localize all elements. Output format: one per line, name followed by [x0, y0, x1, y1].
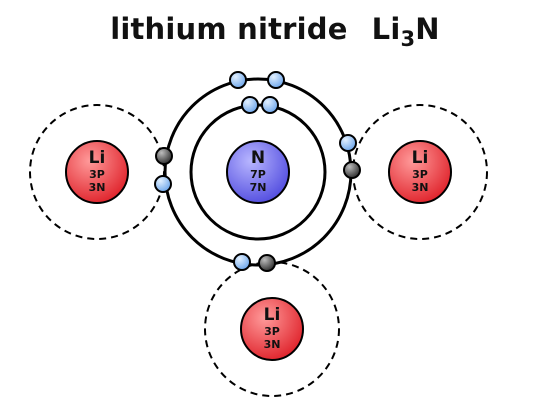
lithium-right-neutrons: 3N: [412, 181, 429, 194]
nitrogen-protons: 7P: [250, 168, 266, 181]
lithium-bottom-protons: 3P: [264, 325, 280, 338]
nitrogen-electron: [229, 71, 247, 89]
lithium-bottom-symbol: Li: [264, 305, 281, 325]
lithium-right-symbol: Li: [412, 148, 429, 168]
lithium-right-protons: 3P: [412, 168, 428, 181]
lithium-bottom-nucleus: Li 3P 3N: [240, 297, 304, 361]
nitrogen-symbol: N: [251, 148, 265, 168]
nitrogen-electron: [339, 134, 357, 152]
lithium-left-symbol: Li: [89, 148, 106, 168]
nitrogen-electron: [267, 71, 285, 89]
nitrogen-neutrons: 7N: [250, 181, 267, 194]
formula-subscript: 3: [400, 27, 416, 51]
formula: Li3N: [371, 12, 440, 51]
nitrogen-nucleus: N 7P 7N: [226, 140, 290, 204]
nitrogen-electron: [154, 175, 172, 193]
compound-name: lithium nitride: [110, 12, 348, 46]
lithium-electron: [155, 147, 173, 165]
lithium-left-nucleus: Li 3P 3N: [65, 140, 129, 204]
lithium-bottom-neutrons: 3N: [264, 338, 281, 351]
nitrogen-electron: [261, 96, 279, 114]
diagram-title: lithium nitride Li3N: [0, 12, 550, 51]
lithium-left-neutrons: 3N: [89, 181, 106, 194]
lithium-electron: [343, 161, 361, 179]
lithium-electron: [258, 254, 276, 272]
nitrogen-electron: [233, 253, 251, 271]
nitrogen-electron: [241, 96, 259, 114]
lithium-left-protons: 3P: [89, 168, 105, 181]
formula-n: N: [415, 12, 440, 46]
lithium-right-nucleus: Li 3P 3N: [388, 140, 452, 204]
formula-li: Li: [371, 12, 401, 46]
